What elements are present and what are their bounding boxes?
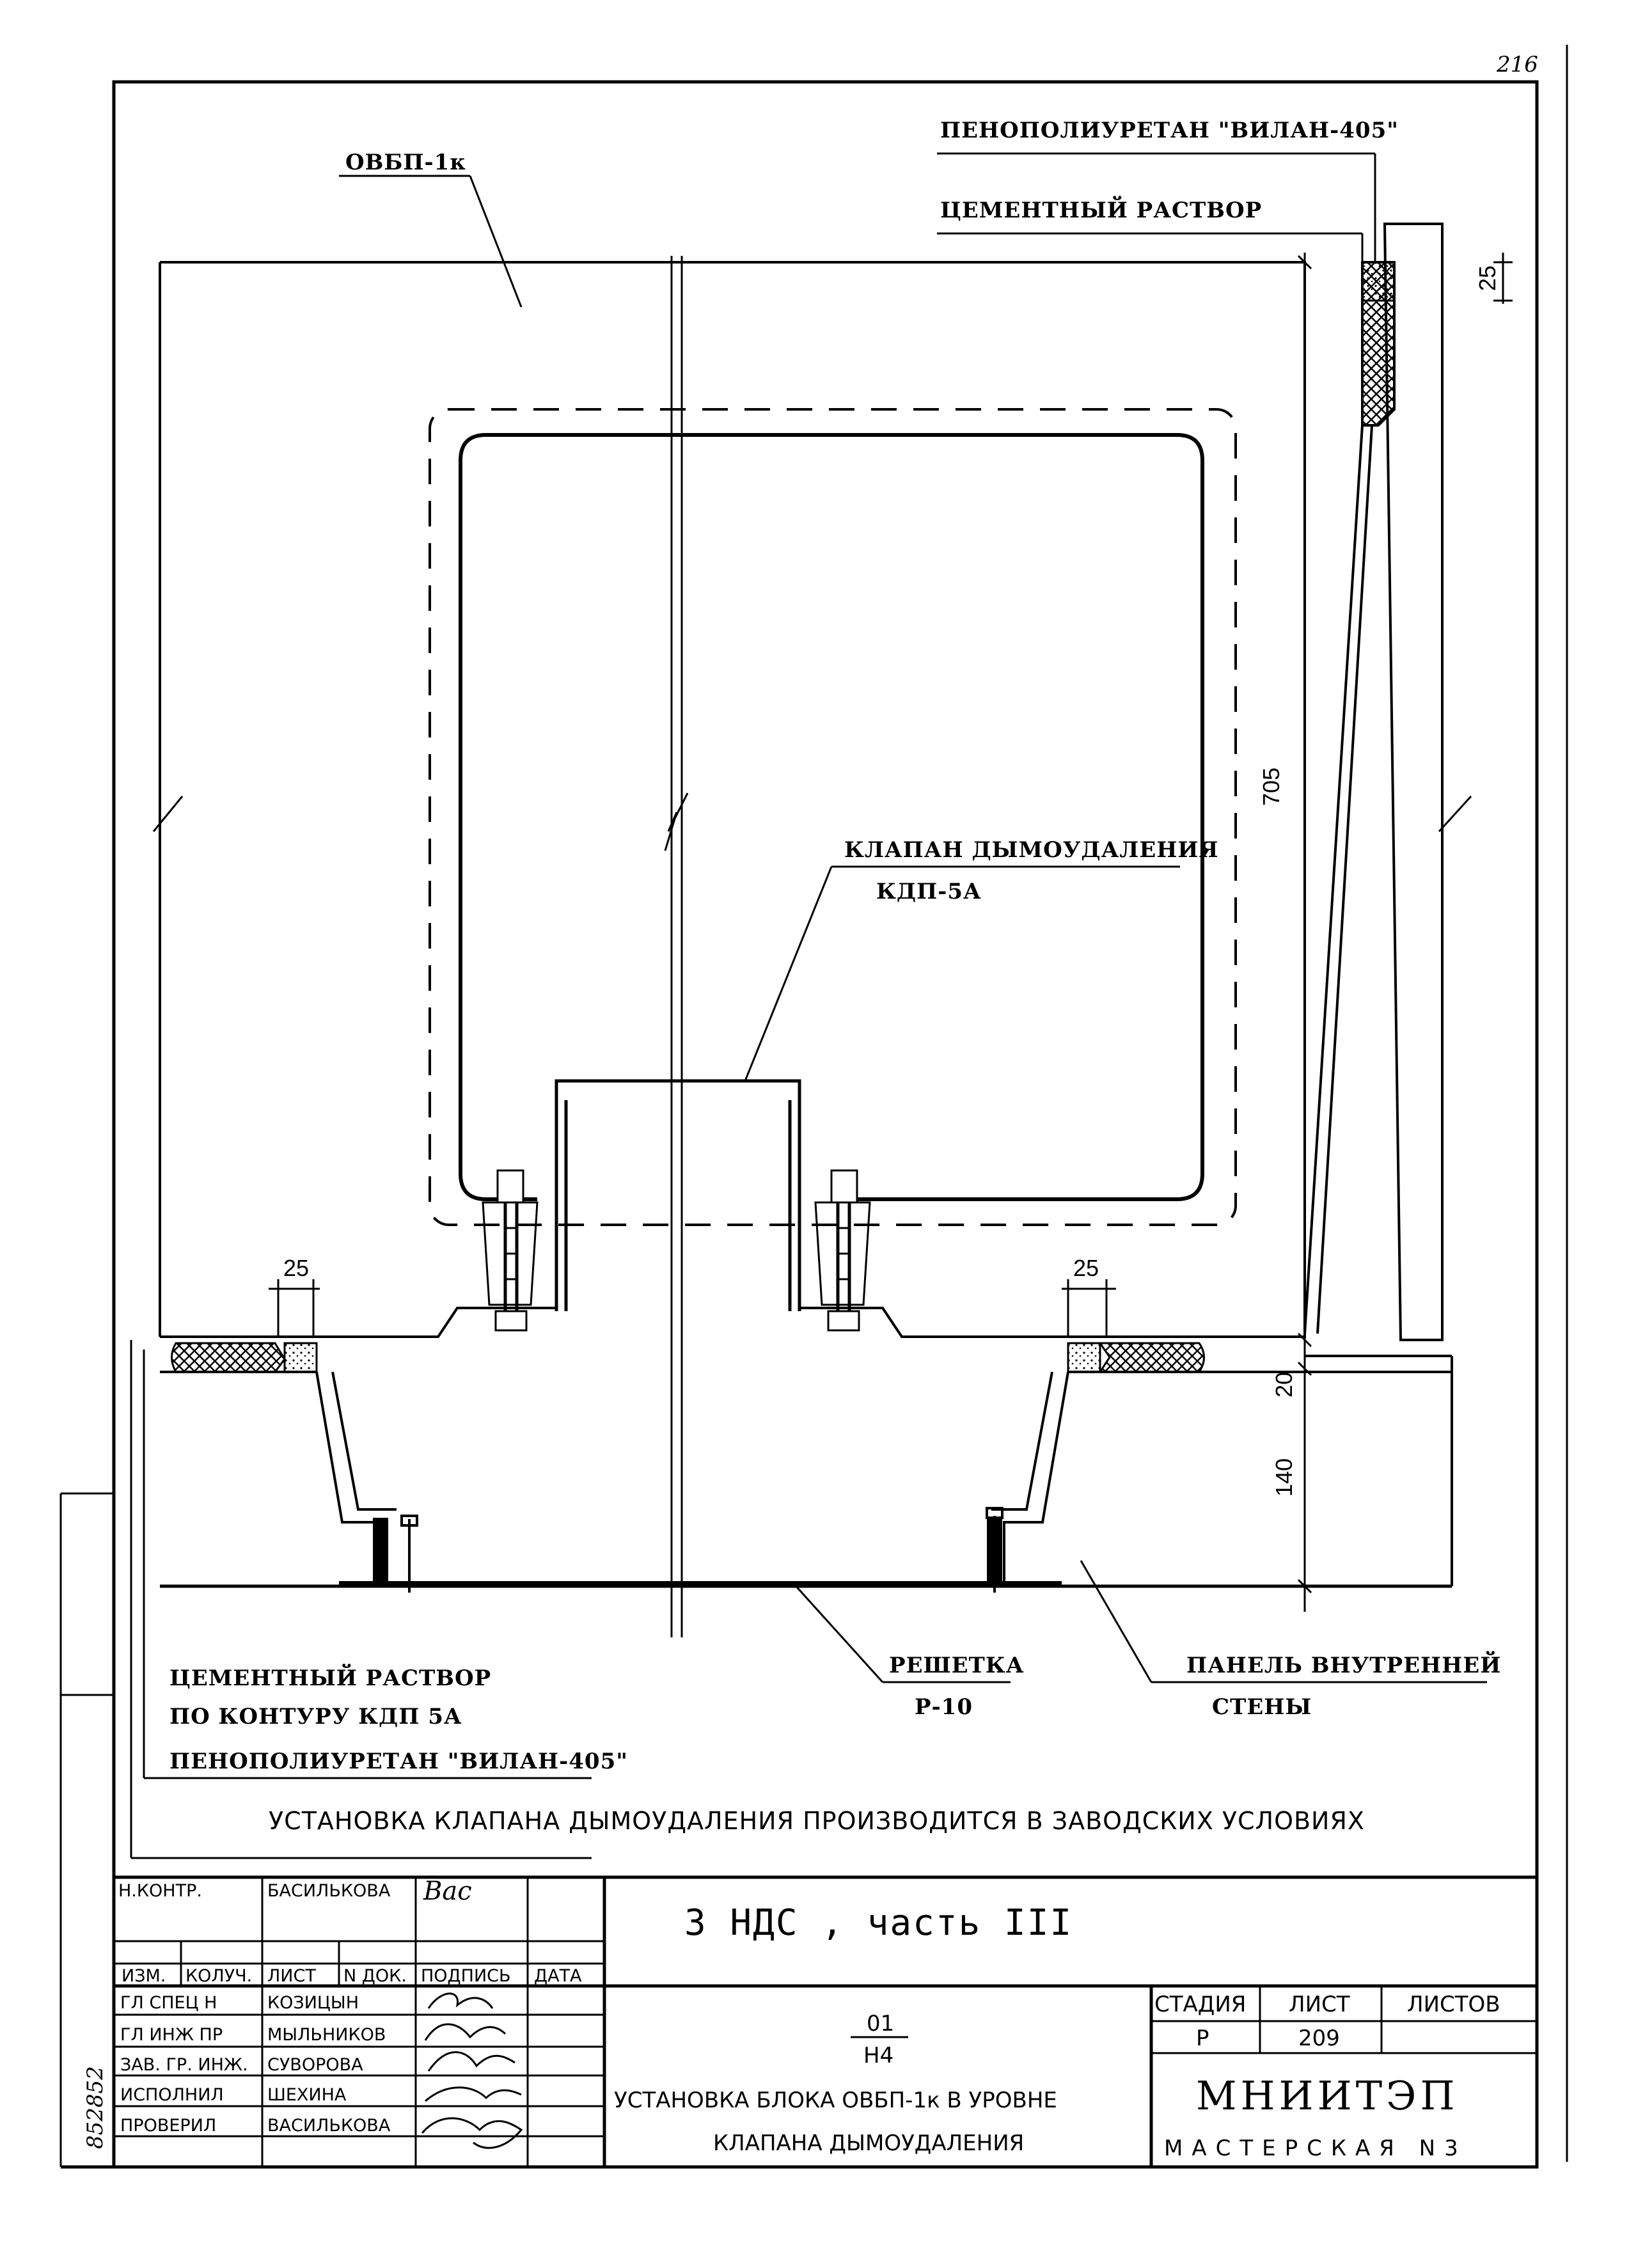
tb-row1-name: КОЗИЦЫН bbox=[267, 1993, 359, 2013]
grate-fasteners bbox=[373, 1507, 1003, 1593]
tb-sheet-header: ЛИСТ bbox=[1289, 1992, 1350, 2017]
label-valve-1: КЛАПАН ДЫМОУДАЛЕНИЯ bbox=[844, 837, 1219, 863]
tb-row1-role: ГЛ СПЕЦ Н bbox=[120, 1993, 217, 2013]
tb-col-ndok: N ДОК. bbox=[343, 1966, 407, 1986]
tb-title-line2: КЛАПАНА ДЫМОУДАЛЕНИЯ bbox=[713, 2130, 1024, 2156]
label-grate-2: Р-10 bbox=[915, 1694, 973, 1720]
tb-sheet: 209 bbox=[1298, 2026, 1340, 2051]
block-ovbp bbox=[159, 256, 1306, 1637]
tb-row2-role: ГЛ ИНЖ ПР bbox=[120, 2025, 223, 2045]
dashed-contour bbox=[429, 408, 1237, 1226]
tb-col-koluch: КОЛУЧ. bbox=[185, 1966, 252, 1986]
right-wall bbox=[1303, 223, 1444, 1341]
break-marks bbox=[152, 792, 1472, 851]
label-cement-top: ЦЕМЕНТНЫЙ РАСТВОР bbox=[940, 196, 1262, 223]
tb-col-list: ЛИСТ bbox=[267, 1966, 316, 1986]
label-panel-2: СТЕНЫ bbox=[1212, 1694, 1312, 1720]
tb-col-podpis: ПОДПИСЬ bbox=[421, 1966, 511, 1986]
tb-workshop: МАСТЕРСКАЯ N3 bbox=[1164, 2136, 1467, 2161]
tb-project: 3 НДС , часть III bbox=[684, 1902, 1073, 1944]
tb-col-data: ДАТА bbox=[534, 1966, 582, 1986]
title-block bbox=[114, 1875, 1537, 2167]
label-block: ОВБП-1к bbox=[345, 150, 466, 175]
tb-row4-name: ШЕХИНА bbox=[267, 2085, 347, 2105]
tb-row4-role: ИСПОЛНИЛ bbox=[120, 2085, 224, 2105]
tb-stage-header: СТАДИЯ bbox=[1154, 1992, 1246, 2017]
tb-org: МНИИТЭП bbox=[1196, 2072, 1459, 2119]
label-panel-1: ПАНЕЛЬ ВНУТРЕННЕЙ bbox=[1186, 1651, 1501, 1678]
tb-nkontr-name: БАСИЛЬКОВА bbox=[267, 1881, 391, 1901]
tb-code-top: 01 bbox=[867, 2011, 894, 2036]
valve-body-outline bbox=[459, 433, 1204, 1201]
valve-neck bbox=[555, 1079, 801, 1311]
tb-row3-role: ЗАВ. ГР. ИНЖ. bbox=[120, 2055, 248, 2075]
signatures bbox=[421, 1992, 523, 2149]
tb-title-line1: УСТАНОВКА БЛОКА ОВБП-1к В УРОВНЕ bbox=[614, 2088, 1057, 2113]
tb-row3-name: СУВОРОВА bbox=[267, 2055, 363, 2075]
installation-note: УСТАНОВКА КЛАПАНА ДЫМОУДАЛЕНИЯ ПРОИЗВОДИ… bbox=[269, 1807, 1365, 1835]
tb-row2-name: МЫЛЬНИКОВ bbox=[267, 2025, 386, 2045]
tb-row5-role: ПРОВЕРИЛ bbox=[120, 2116, 216, 2136]
tb-row5-name: ВАСИЛЬКОВА bbox=[267, 2116, 391, 2136]
page-number: 216 bbox=[1496, 52, 1538, 77]
label-grate-1: РЕШЕТКА bbox=[889, 1653, 1024, 1678]
dim-25-top: 25 bbox=[1474, 265, 1500, 291]
tb-col-izm: ИЗМ. bbox=[122, 1966, 166, 1986]
label-cement-bottom-2: ПО КОНТУРУ КДП 5А bbox=[169, 1704, 462, 1729]
label-penopoliuretan-bottom: ПЕНОПОЛИУРЕТАН "ВИЛАН-405" bbox=[169, 1749, 628, 1774]
dim-20: 20 bbox=[1271, 1372, 1297, 1398]
label-penopoliuretan-top: ПЕНОПОЛИУРЕТАН "ВИЛАН-405" bbox=[940, 118, 1399, 143]
leader-lines bbox=[130, 152, 1487, 1859]
dim-25-left: 25 bbox=[283, 1255, 309, 1281]
label-valve-2: КДП-5А bbox=[876, 879, 982, 904]
dimension-lines bbox=[269, 253, 1513, 1612]
right-seal bbox=[1067, 1342, 1205, 1373]
dim-140: 140 bbox=[1271, 1458, 1297, 1497]
wall-panel bbox=[160, 1355, 1453, 1588]
label-cement-bottom-1: ЦЕМЕНТНЫЙ РАСТВОР bbox=[169, 1664, 491, 1691]
inventory-number: 852852 bbox=[83, 2066, 108, 2149]
dim-25-right: 25 bbox=[1073, 1255, 1099, 1281]
tb-sheets-header: ЛИСТОВ bbox=[1407, 1992, 1500, 2017]
left-bolt bbox=[482, 1169, 539, 1332]
tb-nkontr-role: Н.КОНТР. bbox=[118, 1881, 202, 1901]
right-bolt bbox=[814, 1169, 871, 1332]
tb-code-bottom: Н4 bbox=[863, 2043, 893, 2068]
sheet-frame bbox=[59, 45, 1568, 2169]
tb-nkontr-signature: Вас bbox=[423, 1877, 472, 1906]
tb-stage: Р bbox=[1196, 2026, 1209, 2051]
dim-705: 705 bbox=[1258, 768, 1284, 806]
left-seal bbox=[171, 1342, 318, 1373]
